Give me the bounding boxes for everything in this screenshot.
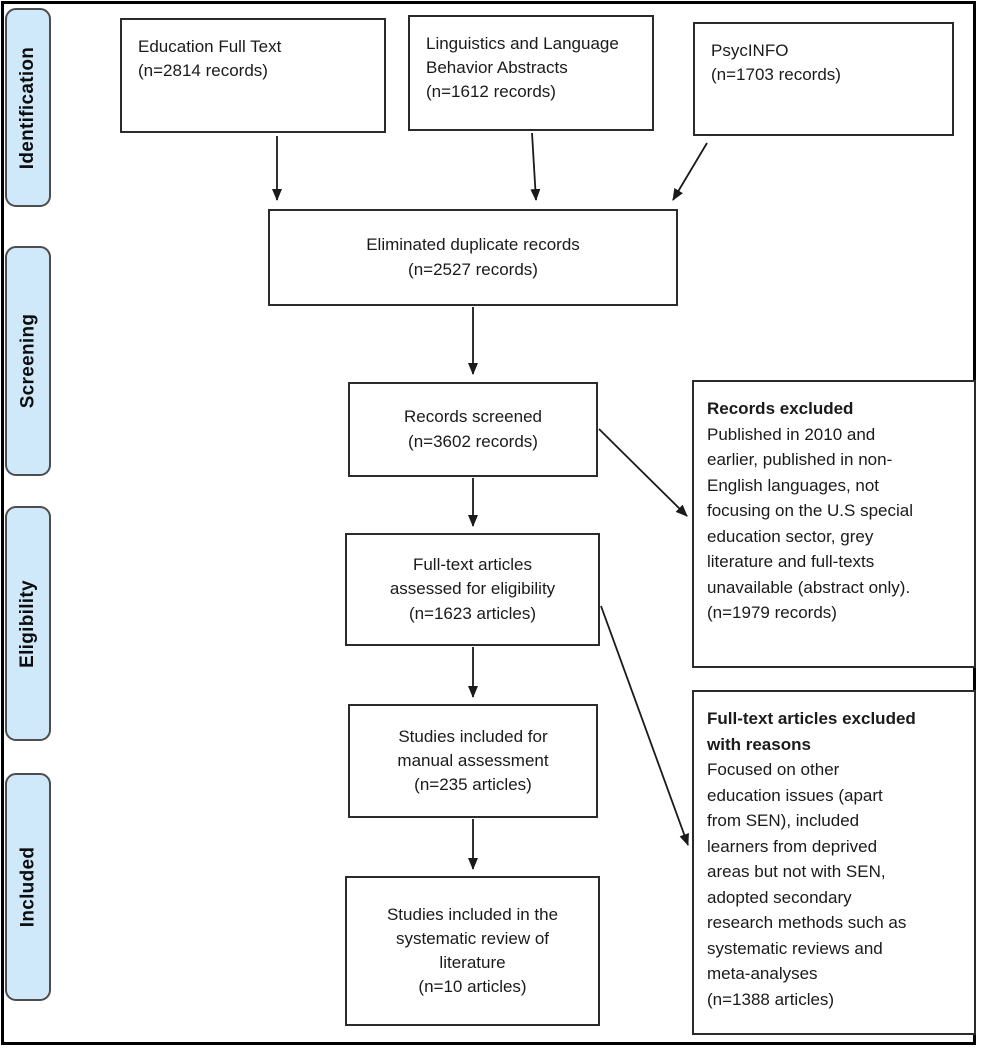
box-text: Full-text articles assessed for eligibil… [389,555,556,623]
box-body: Published in 2010 and earlier, published… [707,424,914,623]
stage-screening: Screening [5,246,51,476]
stage-identification: Identification [5,8,51,207]
box-manual-assessment: Studies included for manual assessment (… [348,704,598,818]
box-title: Records excluded [707,399,854,418]
stage-eligibility: Eligibility [5,506,51,741]
stage-label: Included [17,846,39,928]
stage-label: Screening [17,313,39,409]
box-text: Studies included for manual assessment (… [397,726,549,795]
box-duplicates-removed: Eliminated duplicate records (n=2527 rec… [268,209,678,306]
box-fulltext-assessed: Full-text articles assessed for eligibil… [345,533,600,646]
box-education-full-text: Education Full Text (n=2814 records) [120,18,386,133]
box-text: Records screened (n=3602 records) [404,407,542,451]
box-records-screened: Records screened (n=3602 records) [348,382,598,477]
stage-included: Included [5,773,51,1001]
box-text: Linguistics and Language Behavior Abstra… [426,34,619,102]
box-text: Education Full Text (n=2814 records) [138,37,282,81]
box-text: Studies included in the systematic revie… [386,904,559,997]
box-text: Eliminated duplicate records (n=2527 rec… [366,235,580,279]
box-body: Focused on other education issues (apart… [707,760,907,1009]
stage-label: Eligibility [17,579,39,668]
box-fulltext-excluded: Full-text articles excluded with reasons… [692,690,976,1035]
box-llba: Linguistics and Language Behavior Abstra… [408,15,654,131]
box-text: PsycINFO (n=1703 records) [711,41,841,85]
box-records-excluded: Records excluded Published in 2010 and e… [692,380,976,668]
box-title: Full-text articles excluded with reasons [707,709,916,754]
box-included-review: Studies included in the systematic revie… [345,876,600,1026]
stage-label: Identification [17,46,39,169]
box-psycinfo: PsycINFO (n=1703 records) [693,22,954,136]
